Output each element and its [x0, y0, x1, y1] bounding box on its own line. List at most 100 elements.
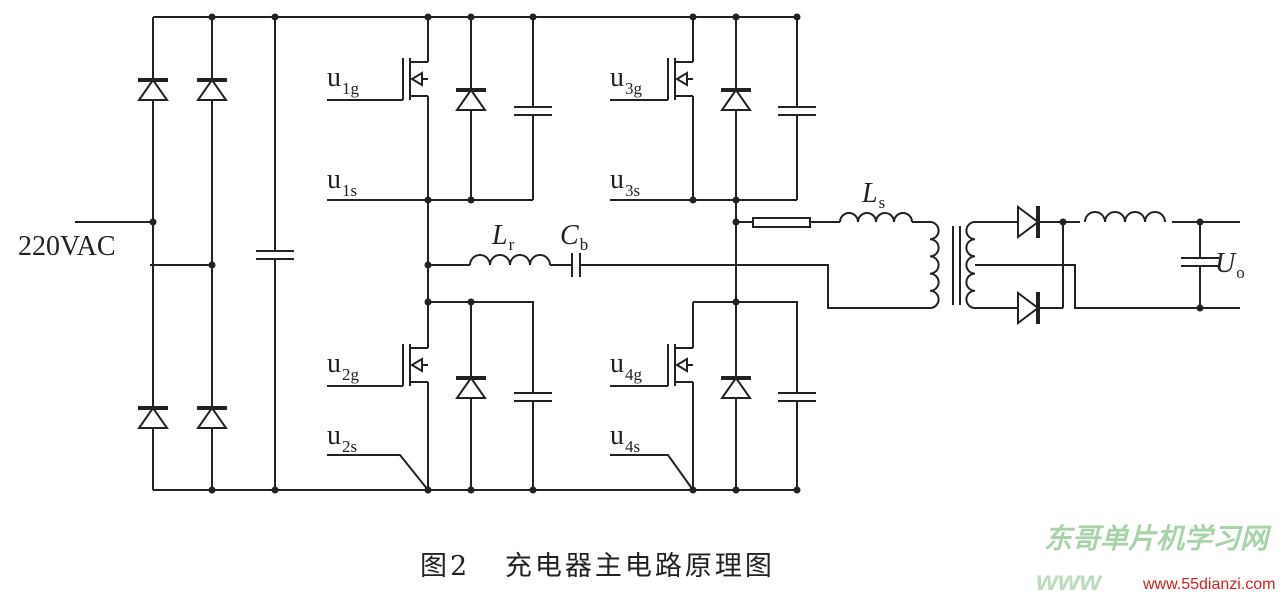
inductor [469, 254, 551, 266]
cb-label: Cb [560, 220, 588, 254]
resistor-body [752, 217, 811, 228]
junction-dot [1196, 218, 1204, 226]
capacitor [571, 251, 581, 279]
u3g-label: u3g [610, 62, 643, 98]
cap-gap [513, 393, 553, 401]
u1g-label: u1g [327, 62, 360, 98]
resistor [752, 217, 811, 228]
junction-dot [208, 486, 216, 494]
diode-triangle [137, 406, 169, 429]
diode [1016, 290, 1042, 326]
junction-dot [1196, 304, 1204, 312]
cap-gap [255, 251, 295, 259]
cap-gap [513, 107, 553, 115]
wires [75, 13, 1240, 494]
wire [975, 264, 1240, 309]
u3s-label: u3s [610, 164, 640, 200]
body-arrow [675, 357, 688, 373]
junction-dot [208, 261, 216, 269]
junction-dot [793, 486, 801, 494]
uo-label: Uo [1215, 248, 1245, 282]
junction-dot [467, 298, 475, 306]
junction-dot [467, 196, 475, 204]
wire [327, 454, 429, 491]
junction-dot [529, 486, 537, 494]
inductor [839, 212, 913, 223]
junction-dot [424, 13, 432, 21]
junction-dot [732, 13, 740, 21]
capacitor [513, 392, 553, 402]
junction-dot [689, 13, 697, 21]
body-arrow [675, 71, 688, 87]
diode [720, 88, 752, 111]
capacitor [777, 106, 817, 116]
inductor-coil [1084, 211, 1166, 223]
u4s-label: u4s [610, 420, 640, 456]
wire [580, 264, 930, 309]
diode-triangle [455, 376, 487, 399]
lr-label: Lr [491, 220, 515, 254]
junction-dot [467, 13, 475, 21]
junction-dot [732, 486, 740, 494]
diode-triangle [196, 78, 228, 101]
diode-triangle [196, 406, 228, 429]
diode-triangle [720, 376, 752, 399]
diode [137, 78, 169, 101]
u4g-label: u4g [610, 348, 643, 384]
wire [693, 301, 798, 490]
inductor-coil [469, 254, 551, 266]
cap-gap [777, 393, 817, 401]
junction-dot [424, 196, 432, 204]
mosfet [327, 58, 428, 101]
junction-dot [1059, 218, 1067, 226]
winding-coil [929, 221, 940, 309]
diode [137, 406, 169, 429]
transformer-winding [965, 221, 976, 309]
mosfet [610, 344, 693, 387]
junction-dot [424, 486, 432, 494]
watermark-title: 东哥单片机学习网 [1044, 522, 1269, 555]
diode-triangle [720, 88, 752, 111]
wire [428, 301, 534, 490]
capacitor [513, 106, 553, 116]
transformer-winding [929, 221, 940, 309]
capacitor [777, 392, 817, 402]
inductor [1084, 211, 1166, 223]
diode-triangle [1017, 205, 1040, 239]
diode-triangle [455, 88, 487, 111]
junction-dot [732, 298, 740, 306]
cap-gap [777, 107, 817, 115]
ls-label: Ls [861, 178, 885, 212]
winding-coil [965, 221, 976, 309]
mosfet [327, 344, 428, 387]
junction-dot [529, 13, 537, 21]
junction-dot [208, 13, 216, 21]
watermark-url: www.55dianzi.com [1143, 576, 1276, 593]
ac-input-label: 220VAC [18, 231, 116, 262]
u1s-label: u1s [327, 164, 357, 200]
junction-dot [793, 13, 801, 21]
watermark-prefix: www [1036, 565, 1102, 596]
diode-triangle [137, 78, 169, 101]
diode [720, 376, 752, 399]
junction-dot [424, 298, 432, 306]
wire [610, 454, 694, 491]
junction-dot [732, 196, 740, 204]
body-arrow [410, 357, 423, 373]
junction-dot [689, 196, 697, 204]
inductor-coil [839, 212, 913, 223]
mosfet [610, 58, 693, 101]
junction-dot [467, 486, 475, 494]
capacitor [1180, 257, 1220, 267]
u2s-label: u2s [327, 420, 357, 456]
labels: 220VAC u1g u1s u2g u2s u3g u3s u4g u4s L… [18, 62, 1245, 456]
diode [455, 88, 487, 111]
capacitor [255, 250, 295, 260]
junction-dot [689, 486, 697, 494]
cap-gap [572, 251, 580, 279]
diode [1016, 204, 1042, 240]
diode-triangle [1017, 291, 1040, 325]
cap-gap [1180, 258, 1220, 266]
